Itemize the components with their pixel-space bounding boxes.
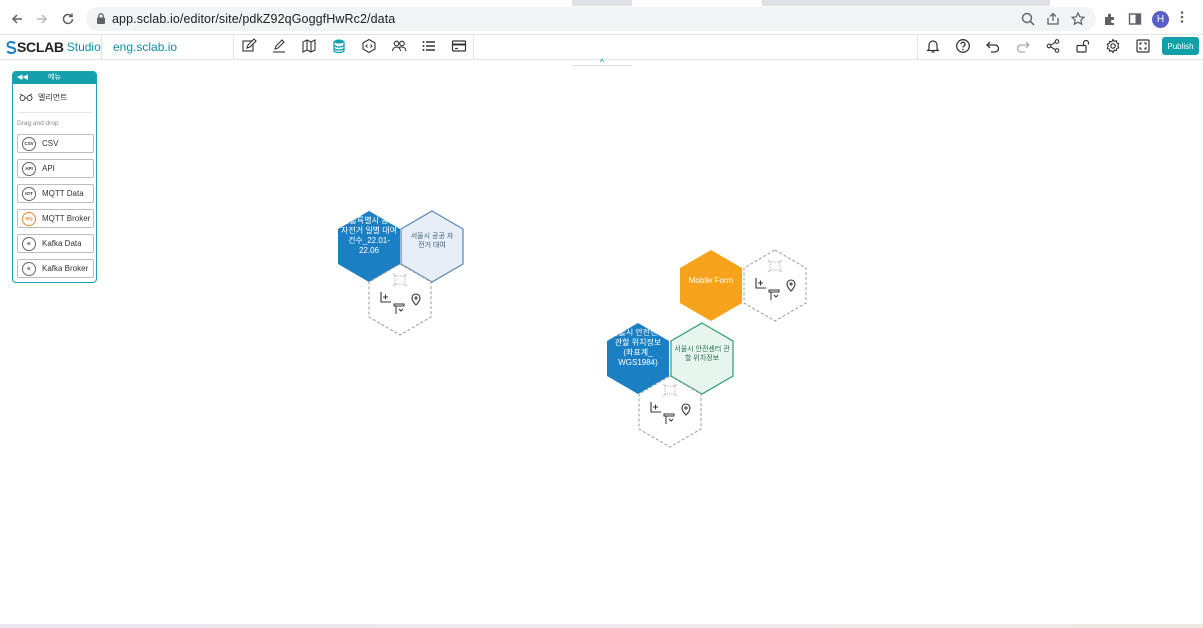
api-icon: API: [22, 161, 36, 176]
lock-icon[interactable]: [96, 12, 106, 25]
divider: [233, 35, 234, 60]
menu-panel-title: 메뉴: [48, 74, 61, 81]
tool-node-hex[interactable]: [638, 375, 702, 448]
tab[interactable]: [1050, 0, 1203, 6]
extensions-icon[interactable]: [1102, 11, 1118, 27]
settings-gear-icon[interactable]: [1105, 38, 1121, 54]
tab-strip: [0, 0, 1203, 6]
unlock-icon[interactable]: [1075, 38, 1091, 54]
node-group-safety-center[interactable]: [607, 322, 734, 448]
bottom-edge: [0, 624, 1203, 628]
code-box-icon[interactable]: [361, 38, 377, 54]
data-node-label: 서울시 공공 자전거 대여: [410, 233, 454, 249]
drag-and-drop-label: Drag and drop: [17, 120, 59, 127]
publish-button[interactable]: Publish: [1162, 37, 1199, 55]
menu-panel-header[interactable]: ◀◀ 메뉴: [13, 72, 96, 84]
logo-text: SCLAB: [17, 39, 64, 55]
browser-menu-icon[interactable]: [1180, 10, 1184, 27]
node-group-bicycle[interactable]: [338, 210, 464, 336]
mqtt-broker-icon: MQ: [22, 211, 36, 226]
node-group-mobile-form[interactable]: [680, 249, 807, 322]
users-icon[interactable]: [391, 38, 407, 54]
source-node-label: 서울시 안전센터관할 위치정보 (좌표계_ WGS1984): [611, 328, 665, 367]
csv-source-button[interactable]: CSV CSV: [17, 134, 94, 153]
map-icon[interactable]: [301, 38, 317, 54]
database-icon[interactable]: [331, 38, 347, 54]
source-label: CSV: [42, 139, 59, 148]
side-panel-icon[interactable]: [1127, 11, 1143, 27]
data-node-label: 서울시 안전센터 관할 위치정보: [674, 346, 730, 362]
collapse-toolbar-toggle[interactable]: ^: [572, 58, 632, 67]
source-label: MQTT Broker: [42, 214, 91, 223]
kafka-icon: K: [22, 236, 36, 251]
iot-icon: IOT: [22, 186, 36, 201]
sclab-logo[interactable]: SCLAB Studio: [6, 38, 101, 56]
redo-icon[interactable]: [1015, 38, 1031, 54]
source-node-hex[interactable]: [607, 323, 669, 394]
mobile-form-label: Mobile Form: [688, 276, 734, 285]
list-icon[interactable]: [421, 38, 437, 54]
logo-studio-text: Studio: [66, 40, 101, 54]
source-label: API: [42, 164, 55, 173]
source-node-label: 서울특별시 공공자전거 일별 대여건수_22.01-22.06: [341, 216, 397, 255]
edit-icon[interactable]: [271, 38, 287, 54]
sclab-logo-icon: [6, 40, 17, 54]
site-name-link[interactable]: eng.sclab.io: [113, 40, 178, 54]
elements-menu-item[interactable]: 엘리먼트: [19, 91, 67, 103]
share-page-icon[interactable]: [1045, 11, 1061, 27]
collapse-panel-icon[interactable]: ◀◀: [17, 74, 28, 81]
kafka-icon: K: [22, 261, 36, 276]
divider: [917, 35, 918, 60]
zoom-icon[interactable]: [1020, 11, 1036, 27]
reload-icon[interactable]: [60, 11, 76, 27]
fullscreen-icon[interactable]: [1135, 38, 1151, 54]
bookmark-star-icon[interactable]: [1070, 11, 1086, 27]
url-text[interactable]: app.sclab.io/editor/site/pdkZ92qGoggfHwR…: [112, 12, 396, 26]
app-toolbar: [0, 35, 1203, 60]
tool-node-hex[interactable]: [368, 263, 432, 336]
address-bar[interactable]: [86, 7, 1096, 31]
source-label: Kafka Broker: [42, 264, 89, 273]
api-source-button[interactable]: API API: [17, 159, 94, 178]
mqtt-data-source-button[interactable]: IOT MQTT Data: [17, 184, 94, 203]
source-node-hex[interactable]: [338, 211, 400, 282]
notification-bell-icon[interactable]: [925, 38, 941, 54]
data-node-hex[interactable]: [400, 210, 464, 283]
divider: [17, 112, 93, 113]
data-node-hex[interactable]: [670, 322, 734, 395]
mqtt-broker-source-button[interactable]: MQ MQTT Broker: [17, 209, 94, 228]
tab[interactable]: [0, 0, 572, 6]
tab[interactable]: [632, 0, 762, 6]
edit-design-icon[interactable]: [241, 38, 257, 54]
mobile-form-node-hex[interactable]: [680, 250, 742, 321]
elements-icon: [19, 93, 33, 101]
source-label: Kafka Data: [42, 239, 82, 248]
tool-node-hex[interactable]: [743, 249, 807, 322]
profile-avatar[interactable]: H: [1152, 11, 1169, 28]
csv-icon: CSV: [22, 136, 36, 151]
menu-panel: ◀◀ 메뉴 엘리먼트 Drag and drop CSV CSV API API…: [12, 71, 97, 283]
divider: [101, 35, 102, 60]
undo-icon[interactable]: [985, 38, 1001, 54]
forward-icon[interactable]: [34, 11, 50, 27]
elements-label: 엘리먼트: [38, 92, 68, 102]
source-label: MQTT Data: [42, 189, 84, 198]
help-icon[interactable]: [955, 38, 971, 54]
divider: [473, 35, 474, 60]
back-icon[interactable]: [9, 11, 25, 27]
share-icon[interactable]: [1045, 38, 1061, 54]
payment-card-icon[interactable]: [451, 38, 467, 54]
kafka-broker-source-button[interactable]: K Kafka Broker: [17, 259, 94, 278]
kafka-data-source-button[interactable]: K Kafka Data: [17, 234, 94, 253]
